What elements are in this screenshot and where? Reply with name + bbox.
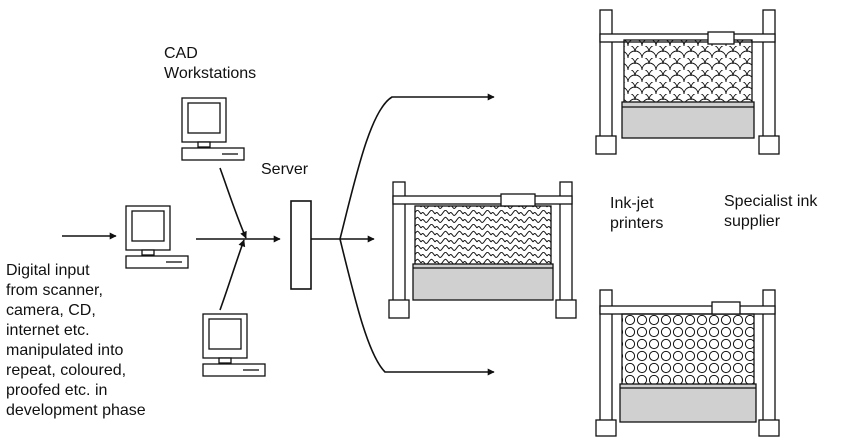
inkjet-printers-label: Ink-jet printers <box>610 195 664 232</box>
cad-workstation-top-computer-icon <box>181 97 245 161</box>
input-workstation-computer-icon <box>125 205 189 269</box>
digital-input-label: Digital input from scanner, camera, CD, … <box>6 262 146 419</box>
cad-workstation-bottom-computer-icon <box>202 313 266 377</box>
specialist-ink-supplier-label: Specialist ink supplier <box>724 193 818 230</box>
inkjet-printer-middle-icon <box>388 181 577 319</box>
server-to-printer-connectors <box>311 93 495 376</box>
server-label: Server <box>261 161 309 178</box>
inkjet-printer-bottom-icon <box>595 289 780 437</box>
inkjet-printer-top-icon <box>595 9 780 155</box>
server-icon <box>290 200 312 290</box>
cad-workstations-label: CAD Workstations <box>164 45 257 82</box>
workstation-connectors <box>196 167 281 311</box>
